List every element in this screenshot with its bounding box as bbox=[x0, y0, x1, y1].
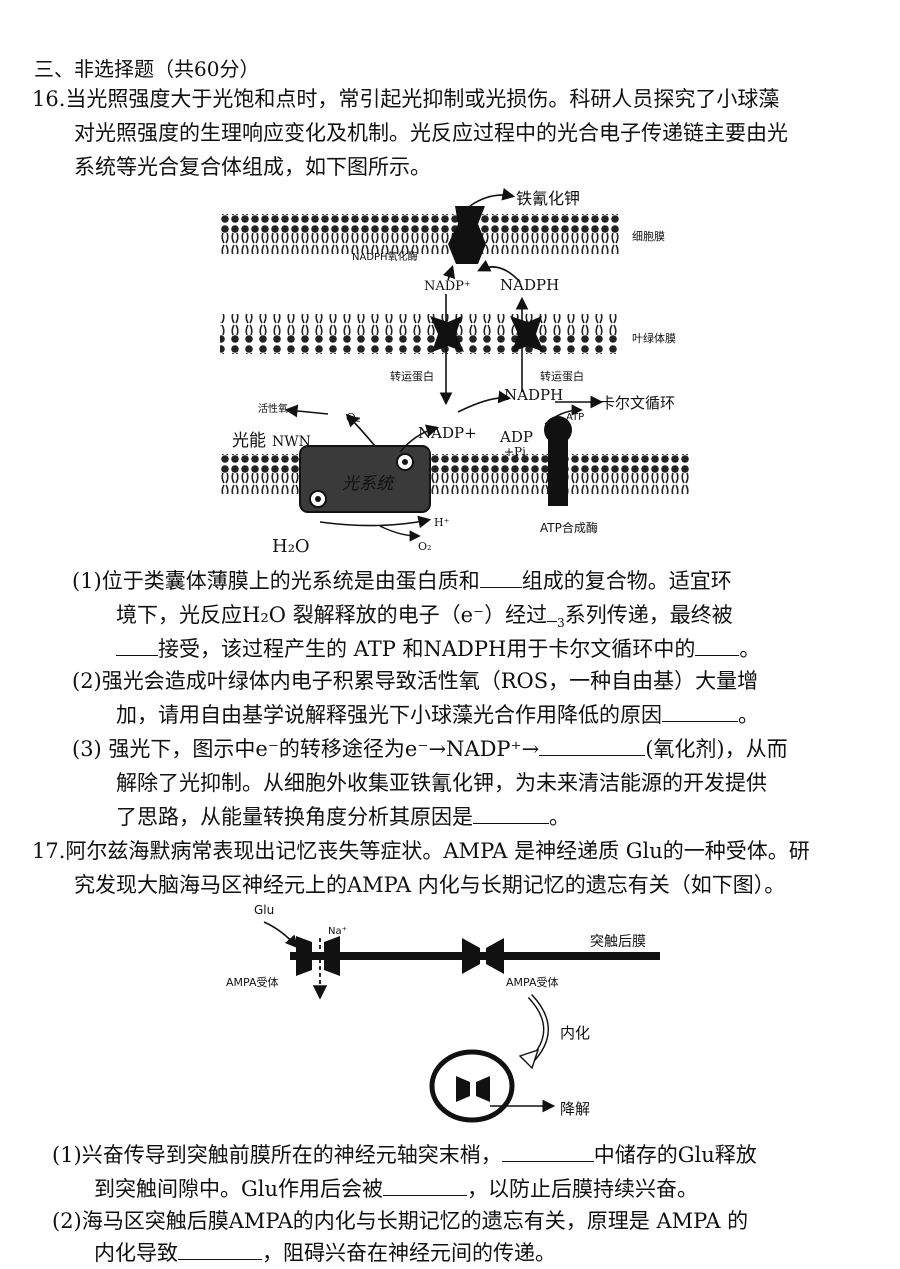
q16-sub1-text-e: 接受，该过程产生的 ATP 和NADPH用于卡尔文循环中的 bbox=[158, 637, 696, 661]
answer-blank[interactable] bbox=[383, 1175, 468, 1196]
calvin-cycle-label: 卡尔文循环 bbox=[600, 394, 675, 412]
q17-sub1-text-c: 到突触间隙中。Glu作用后会被 bbox=[94, 1177, 384, 1201]
q17-sub1-line2: 到突触间隙中。Glu作用后会被 ，以防止后膜持续兴奋。 bbox=[94, 1174, 698, 1204]
answer-blank[interactable] bbox=[501, 1141, 594, 1162]
answer-blank[interactable] bbox=[178, 1239, 262, 1260]
q16-sub3-line2: 解除了光抑制。从细胞外收集亚铁氰化钾，为未来清洁能源的开发提供 bbox=[116, 771, 767, 795]
q16-stem-line1: 16.当光照强度大于光饱和点时，常引起光抑制或光损伤。科研人员探究了小球藻 bbox=[32, 87, 780, 111]
o2-bottom-label: O₂ bbox=[418, 540, 431, 553]
ros-label: 活性氧 bbox=[258, 402, 288, 415]
q16-sub3-text-b: (氧化剂)，从而 bbox=[645, 737, 788, 761]
nadph-mid-label: NADPH bbox=[504, 386, 563, 404]
q16-sub3-text-a: (3) 强光下，图示中e⁻的转移途径为e⁻→NADP⁺→ bbox=[72, 737, 540, 761]
q17-sub1-line1: (1)兴奋传导到突触前膜所在的神经元轴突末梢， 中储存的Glu释放 bbox=[52, 1140, 757, 1170]
chloroplast-membrane bbox=[220, 314, 620, 354]
q16-sub2-line2: 加，请用自由基学说解释强光下小球藻光合作用降低的原因 。 bbox=[116, 700, 759, 730]
q17-sub2-line1: (2)海马区突触后膜AMPA的内化与长期记忆的遗忘有关，原理是 AMPA 的 bbox=[52, 1209, 749, 1233]
q16-sub2-text-b: 加，请用自由基学说解释强光下小球藻光合作用降低的原因 bbox=[116, 703, 662, 727]
ampa-receptor-right bbox=[462, 938, 504, 974]
q17-stem-line2: 究发现大脑海马区神经元上的AMPA 内化与长期记忆的遗忘有关（如下图）。 bbox=[74, 873, 786, 897]
photosystem-label: 光系统 bbox=[342, 474, 396, 494]
nadph-oxidase-protein bbox=[448, 206, 486, 264]
endocytic-vesicle bbox=[429, 1049, 515, 1123]
answer-blank[interactable] bbox=[695, 635, 740, 656]
q16-sub1-subscript: 3 bbox=[557, 616, 565, 631]
q17-sub1-text-b: 中储存的Glu释放 bbox=[593, 1143, 757, 1167]
nadph-top-label: NADPH bbox=[500, 276, 559, 294]
q17-sub2-text-c: ，阻碍兴奋在神经元间的传递。 bbox=[262, 1241, 556, 1265]
light-energy-label: 光能 bbox=[232, 431, 266, 451]
glu-label: Glu bbox=[254, 903, 274, 917]
thylakoid-membrane bbox=[220, 454, 690, 494]
atp-synthase-label: ATP合成酶 bbox=[540, 520, 598, 535]
transporter-left-label: 转运蛋白 bbox=[390, 369, 434, 383]
atp-synthase bbox=[548, 434, 568, 506]
q16-sub2-text-c: 。 bbox=[738, 703, 759, 727]
nwn-label: NWN bbox=[272, 434, 311, 450]
q16-stem-line2: 对光照强度的生理响应变化及机制。光反应过程中的光合电子传递链主要由光 bbox=[74, 121, 788, 145]
q16-sub1-text-c: 境下，光反应H₂O 裂解释放的电子（e⁻）经过 bbox=[116, 603, 548, 627]
transporter-right-protein bbox=[510, 316, 544, 352]
q16-sub1-text-a: (1)位于类囊体薄膜上的光系统是由蛋白质和 bbox=[72, 569, 480, 593]
nadph-oxidase-label: NADPH氧化酶 bbox=[352, 250, 418, 263]
q16-sub1-line3: 接受，该过程产生的 ATP 和NADPH用于卡尔文循环中的 。 bbox=[116, 634, 760, 664]
q16-sub1-text-b: 组成的复合物。适宜环 bbox=[521, 569, 732, 593]
cell-membrane-label: 细胞膜 bbox=[632, 230, 665, 243]
cell-membrane bbox=[220, 214, 620, 254]
o2-top-label: O₂ bbox=[346, 411, 361, 425]
answer-blank[interactable] bbox=[479, 567, 522, 588]
answer-blank[interactable] bbox=[473, 803, 549, 824]
ampa-receptor-left-label: AMPA受体 bbox=[226, 975, 278, 989]
q16-sub3-line1: (3) 强光下，图示中e⁻的转移途径为e⁻→NADP⁺→ (氧化剂)，从而 bbox=[72, 734, 788, 764]
q17-sub1-text-a: (1)兴奋传导到突触前膜所在的神经元轴突末梢， bbox=[52, 1143, 502, 1167]
transporter-left-protein bbox=[430, 316, 464, 352]
internalization-label: 内化 bbox=[560, 1024, 590, 1042]
q17-sub2-text-b: 内化导致 bbox=[94, 1241, 178, 1265]
q16-sub1-line1: (1)位于类囊体薄膜上的光系统是由蛋白质和 组成的复合物。适宜环 bbox=[72, 566, 732, 596]
nadp-top-label: NADP⁺ bbox=[424, 279, 471, 294]
ampa-receptor-right-label: AMPA受体 bbox=[506, 975, 558, 989]
na-label: Na⁺ bbox=[328, 926, 347, 937]
ampa-receptor-left bbox=[296, 936, 340, 976]
answer-blank[interactable] bbox=[539, 735, 646, 756]
q16-sub1-text-f: 。 bbox=[739, 637, 761, 661]
ferricyanide-label: 铁氰化钾 bbox=[516, 189, 580, 208]
q16-sub3-line3: 了思路，从能量转换角度分析其原因是 。 bbox=[116, 802, 570, 832]
q16-sub1-line2: 境下，光反应H₂O 裂解释放的电子（e⁻）经过 3系列传递，最终被 bbox=[116, 600, 733, 638]
transporter-right-label: 转运蛋白 bbox=[540, 369, 584, 383]
ampa-diagram: Glu Na⁺ 突触后膜 AMPA受体 AMPA受体 内化 降解 bbox=[226, 903, 660, 1123]
postsynaptic-membrane-label: 突触后膜 bbox=[590, 934, 646, 950]
h-plus-label: H⁺ bbox=[434, 516, 450, 529]
ampa-receptor-internalized bbox=[456, 1076, 490, 1102]
q16-sub3-text-d: 了思路，从能量转换角度分析其原因是 bbox=[116, 805, 473, 829]
answer-blank[interactable] bbox=[116, 635, 158, 656]
q16-sub3-text-e: 。 bbox=[549, 805, 570, 829]
degradation-label: 降解 bbox=[560, 1100, 590, 1118]
q16-stem-line3: 系统等光合复合体组成，如下图所示。 bbox=[74, 155, 431, 179]
pi-label: +Pi bbox=[504, 445, 526, 459]
photosynthesis-diagram: 光系统 铁氰化钾 细胞膜 NADPH氧化酶 NADP⁺ NADPH 叶绿体膜 转… bbox=[220, 187, 690, 557]
h2o-label: H₂O bbox=[272, 536, 310, 557]
answer-blank[interactable] bbox=[662, 701, 738, 722]
q16-sub2-line1: (2)强光会造成叶绿体内电子积累导致活性氧（ROS，一种自由基）大量增 bbox=[72, 669, 759, 693]
nadp-mid-label: NADP+ bbox=[418, 424, 477, 442]
q16-sub1-text-d: 系列传递，最终被 bbox=[564, 603, 733, 627]
q17-stem-line1: 17.阿尔兹海默病常表现出记忆丧失等症状。AMPA 是神经递质 Glu的一种受体… bbox=[32, 839, 810, 863]
q17-sub1-text-d: ，以防止后膜持续兴奋。 bbox=[467, 1177, 699, 1201]
adp-label: ADP bbox=[499, 428, 533, 446]
answer-blank[interactable] bbox=[547, 601, 558, 622]
q17-sub2-line2: 内化导致 ，阻碍兴奋在神经元间的传递。 bbox=[94, 1238, 556, 1268]
section-title: 三、非选择题（共60分） bbox=[34, 57, 260, 81]
atp-label: ATP bbox=[566, 412, 584, 423]
chloroplast-membrane-label: 叶绿体膜 bbox=[632, 331, 676, 345]
